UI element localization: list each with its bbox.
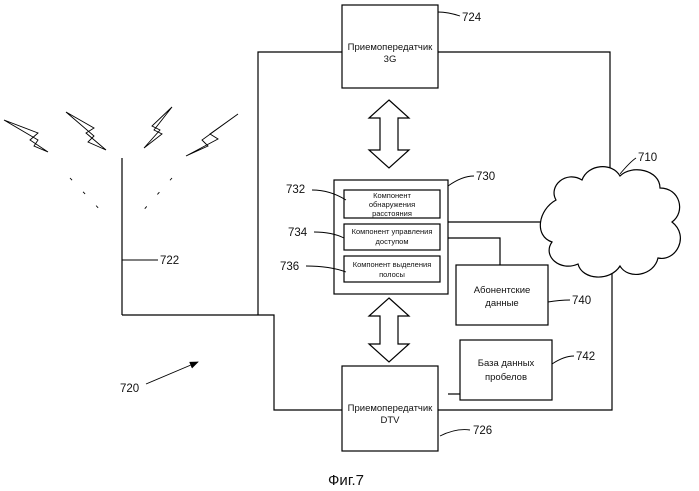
ref-726: 726 bbox=[473, 425, 492, 437]
transceiver-dtv-label-line2: DTV bbox=[381, 415, 401, 426]
subscriber-data-block: Абонентские данные bbox=[456, 265, 548, 325]
ref-leader-742 bbox=[552, 356, 574, 364]
ref-734: 734 bbox=[288, 227, 308, 239]
radio-waves-icon bbox=[4, 107, 238, 156]
ref-leader-726 bbox=[440, 430, 470, 436]
whitespace-db-label-line2: пробелов bbox=[485, 372, 527, 383]
wire-core-subscriber bbox=[448, 238, 500, 265]
transceiver-dtv-label-line1: Приемопередатчик bbox=[348, 403, 434, 414]
ref-730: 730 bbox=[476, 171, 495, 183]
whitespace-db-block: База данных пробелов bbox=[460, 340, 552, 400]
wire-antenna-dtv bbox=[122, 315, 342, 410]
lightning-icon bbox=[186, 114, 238, 156]
access-control-label-line1: Компонент управления bbox=[352, 227, 433, 236]
transceiver-3g-label-line1: Приемопередатчик bbox=[348, 42, 434, 53]
bidirectional-arrow-3g bbox=[369, 100, 409, 168]
figure-caption: Фиг.7 bbox=[328, 472, 364, 489]
band-allocation-label-line1: Компонент выделения bbox=[353, 260, 432, 269]
band-allocation-label-line2: полосы bbox=[379, 270, 405, 279]
distance-detection-label-line2: обнаружения bbox=[369, 200, 415, 209]
transceiver-dtv-block: Приемопередатчик DTV bbox=[342, 366, 438, 451]
ref-720: 720 bbox=[120, 383, 139, 395]
antenna-ray-right bbox=[140, 178, 172, 214]
network-cloud-icon bbox=[540, 167, 680, 277]
whitespace-db-box bbox=[460, 340, 552, 400]
ref-732: 732 bbox=[286, 184, 305, 196]
transceiver-3g-block: Приемопередатчик 3G bbox=[342, 5, 438, 88]
ref-arrow-720 bbox=[146, 362, 198, 384]
antenna-ray-left bbox=[70, 178, 104, 214]
ref-724: 724 bbox=[462, 12, 482, 24]
subscriber-data-label-line2: данные bbox=[485, 298, 518, 309]
ref-leader-730 bbox=[448, 176, 474, 186]
ref-710: 710 bbox=[638, 152, 657, 164]
antenna bbox=[70, 158, 172, 315]
lightning-icon bbox=[4, 120, 48, 152]
ref-742: 742 bbox=[576, 351, 595, 363]
access-control-label-line2: доступом bbox=[376, 237, 409, 246]
wire-3g-cloud bbox=[438, 52, 610, 180]
lightning-icon bbox=[144, 107, 172, 148]
ref-722: 722 bbox=[160, 255, 179, 267]
ref-736: 736 bbox=[280, 261, 299, 273]
ref-leader-740 bbox=[548, 300, 570, 302]
distance-detection-label-line1: Компонент bbox=[373, 191, 411, 200]
distance-detection-label-line3: расстояния bbox=[372, 209, 412, 218]
ref-leader-724 bbox=[438, 12, 460, 16]
transceiver-3g-label-line2: 3G bbox=[384, 54, 397, 65]
bidirectional-arrow-dtv bbox=[369, 298, 409, 362]
subscriber-data-label-line1: Абонентские bbox=[474, 285, 531, 296]
lightning-icon bbox=[66, 112, 106, 150]
whitespace-db-label-line1: База данных bbox=[478, 358, 535, 369]
ref-740: 740 bbox=[572, 295, 591, 307]
core-component-block: Компонент обнаружения расстояния Компоне… bbox=[334, 180, 448, 294]
